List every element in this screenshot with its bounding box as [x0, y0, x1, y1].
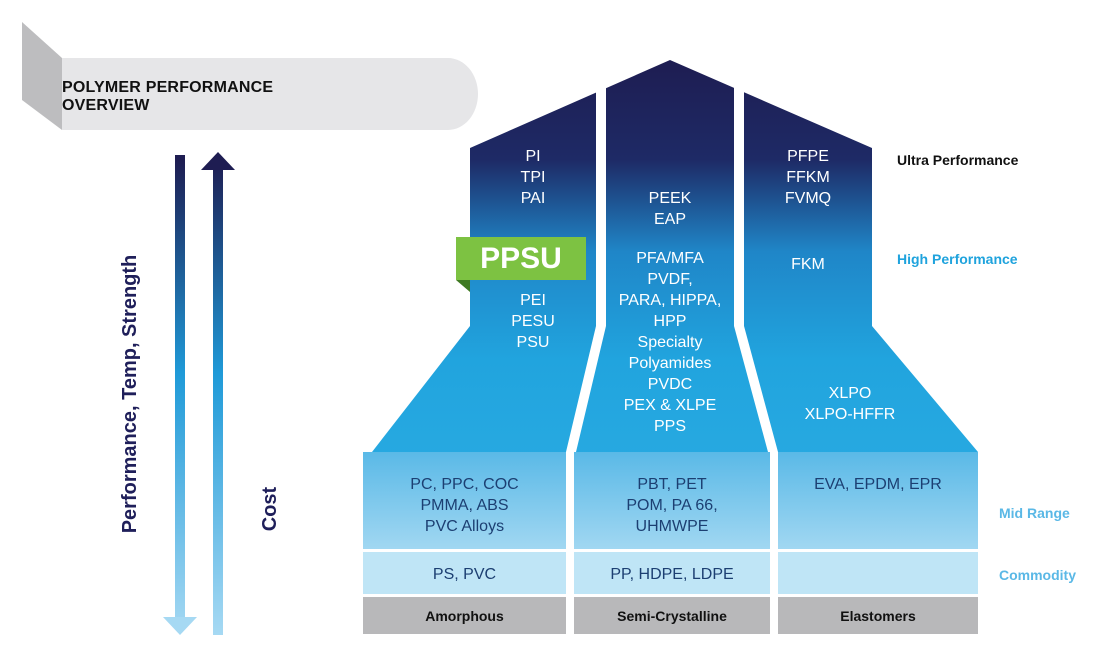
list-item: PAI [520, 190, 546, 207]
list-item: PVDF, [647, 271, 693, 288]
performance-axis-label: Performance, Temp, Strength [119, 254, 141, 534]
ppsu-highlight: PPSU [456, 237, 586, 280]
divider-left-lower [566, 452, 574, 635]
commodity-band [363, 552, 978, 595]
semi-commodity-list: PP, HDPE, LDPE [574, 564, 770, 585]
down-arrow-head [163, 617, 197, 635]
list-item: PARA, HIPPA, [618, 292, 722, 309]
list-item: Specialty [637, 334, 703, 351]
tier-commodity: Commodity [999, 567, 1076, 583]
page-title: POLYMER PERFORMANCE OVERVIEW [62, 79, 274, 114]
list-item: TPI [520, 169, 546, 186]
footer-separator [363, 594, 978, 597]
amorphous-ultra-list: PI TPI PAI [470, 146, 596, 209]
elastomers-ultra-list: PFPE FFKM FVMQ [744, 146, 872, 209]
up-arrow-shaft [213, 170, 223, 635]
list-item: Polyamides [628, 355, 712, 372]
list-item: PFA/MFA [636, 250, 704, 267]
list-item: HPP [653, 313, 687, 330]
list-item: FKM [791, 256, 825, 273]
semi-upper-list: PEEK EAP [606, 188, 734, 230]
amorphous-mid-list: PC, PPC, COC PMMA, ABS PVC Alloys [363, 474, 566, 537]
list-item: PS, PVC [432, 566, 497, 583]
list-item: PVDC [647, 376, 693, 393]
list-item: PEEK [648, 190, 692, 207]
elastomers-mid-list: EVA, EPDM, EPR [778, 474, 978, 495]
mid-range-band [363, 452, 978, 552]
list-item: PMMA, ABS [420, 497, 509, 514]
list-item: POM, PA 66, [626, 497, 718, 514]
list-item: XLPO-HFFR [804, 406, 896, 423]
semi-high-list: PFA/MFA PVDF, PARA, HIPPA, HPP Specialty… [600, 248, 740, 437]
list-item: PBT, PET [637, 476, 707, 493]
divider-right-upper [734, 85, 778, 452]
elastomers-lower-list: XLPO XLPO-HFFR [772, 383, 928, 425]
list-item: PI [525, 148, 541, 165]
up-arrow-head [201, 152, 235, 170]
elastomers-high-list: FKM [744, 254, 872, 275]
semi-mid-list: PBT, PET POM, PA 66, UHMWPE [574, 474, 770, 537]
list-item: PEI [520, 292, 546, 309]
list-item: UHMWPE [635, 518, 709, 535]
banner-fold [22, 22, 62, 130]
list-item: PSU [516, 334, 550, 351]
category-elastomers: Elastomers [778, 597, 978, 634]
list-item: FVMQ [784, 190, 832, 207]
down-arrow-shaft [175, 155, 185, 617]
category-semi-crystalline: Semi-Crystalline [574, 597, 770, 634]
list-item: PVC Alloys [424, 518, 505, 535]
list-item: PFPE [787, 148, 829, 165]
band-separator [363, 549, 978, 552]
house-upper [372, 60, 978, 452]
list-item: EAP [653, 211, 686, 228]
tier-ultra-performance: Ultra Performance [897, 152, 1019, 168]
amorphous-commodity-list: PS, PVC [363, 564, 566, 585]
list-item: PP, HDPE, LDPE [610, 566, 734, 583]
cost-axis-label: Cost [259, 486, 281, 532]
category-amorphous: Amorphous [363, 597, 566, 634]
tier-mid-range: Mid Range [999, 505, 1070, 521]
title-banner [62, 58, 478, 130]
divider-left-upper [566, 85, 606, 452]
list-item: PESU [511, 313, 555, 330]
list-item: PEX & XLPE [623, 397, 717, 414]
divider-right-lower [770, 452, 778, 635]
list-item: FFKM [786, 169, 830, 186]
list-item: XLPO [828, 385, 872, 402]
amorphous-high-list: PEI PESU PSU [470, 290, 596, 353]
tier-high-performance: High Performance [897, 251, 1018, 267]
ppsu-flap [456, 280, 470, 292]
list-item: EVA, EPDM, EPR [814, 476, 942, 493]
list-item: PPS [653, 418, 686, 435]
list-item: PC, PPC, COC [410, 476, 519, 493]
